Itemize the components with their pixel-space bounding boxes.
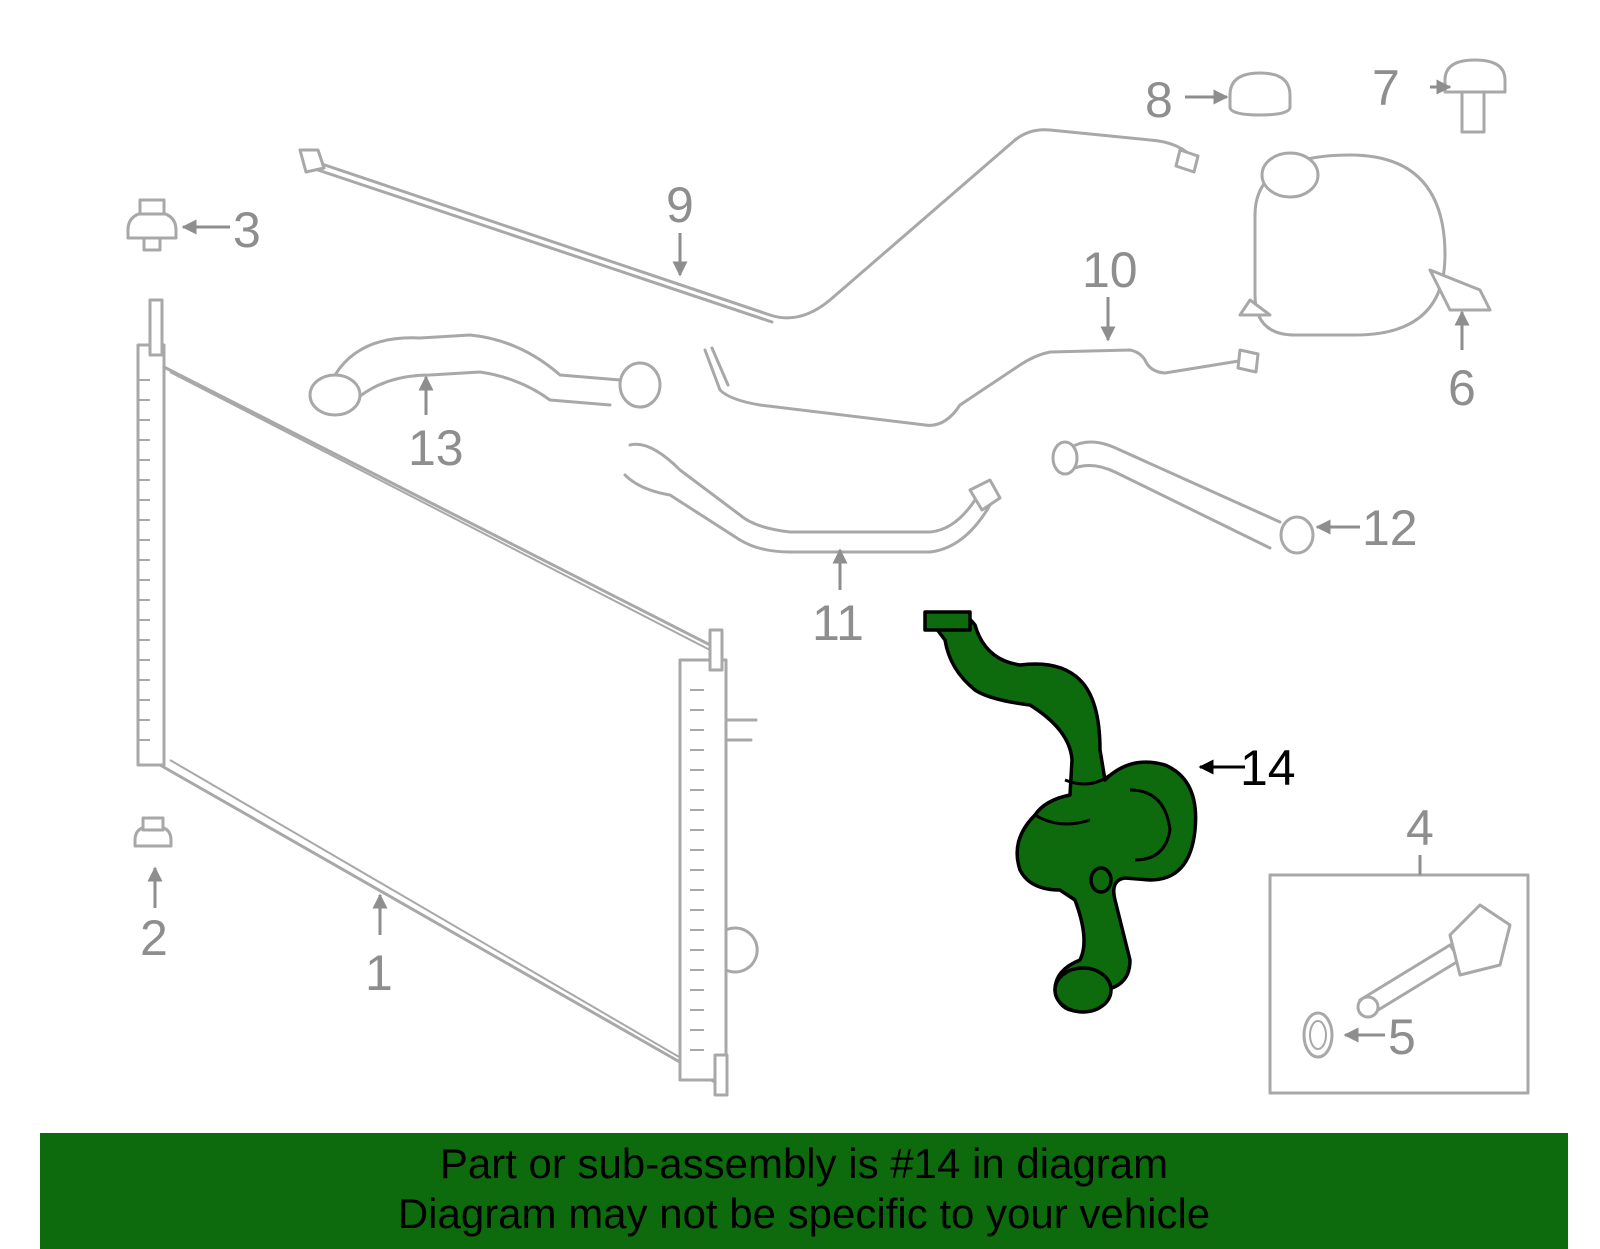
callout-3: 3 [233,202,261,258]
callout-1: 1 [365,945,393,1001]
cap-part-8[interactable] [1228,71,1292,117]
callout-9: 9 [666,177,694,233]
insulator-part-3[interactable] [126,198,178,252]
hose-part-11[interactable] [623,442,1002,554]
o-ring-part-5[interactable] [1302,1011,1334,1059]
bolt-part-7[interactable] [1443,58,1507,134]
callout-13: 13 [408,420,464,476]
hose-part-14-highlighted[interactable] [923,610,1198,1014]
callout-5: 5 [1388,1009,1416,1065]
callout-6: 6 [1448,360,1476,416]
callout-12: 12 [1362,500,1418,556]
reservoir-part-6[interactable] [1238,151,1492,337]
callout-8: 8 [1145,72,1173,128]
hose-part-12[interactable] [1051,440,1315,555]
callout-11: 11 [812,595,864,651]
insulator-part-2[interactable] [133,816,173,848]
callout-7: 7 [1372,60,1400,116]
leader-arrows [147,79,1470,1043]
callout-4: 4 [1406,800,1434,856]
banner-line-1: Part or sub-assembly is #14 in diagram [439,1140,1169,1187]
callout-2: 2 [140,910,168,966]
callout-10: 10 [1082,242,1138,298]
sensor-box-part-4[interactable] [1268,873,1530,1095]
callout-14: 14 [1240,740,1296,796]
radiator-part-1[interactable] [136,298,759,1097]
vent-tube-part-9[interactable] [298,128,1200,324]
hose-part-13[interactable] [308,333,662,417]
tube-part-10[interactable] [703,346,1260,427]
part-info-banner: Part or sub-assembly is #14 in diagram D… [40,1133,1568,1249]
banner-line-2: Diagram may not be specific to your vehi… [397,1190,1211,1237]
